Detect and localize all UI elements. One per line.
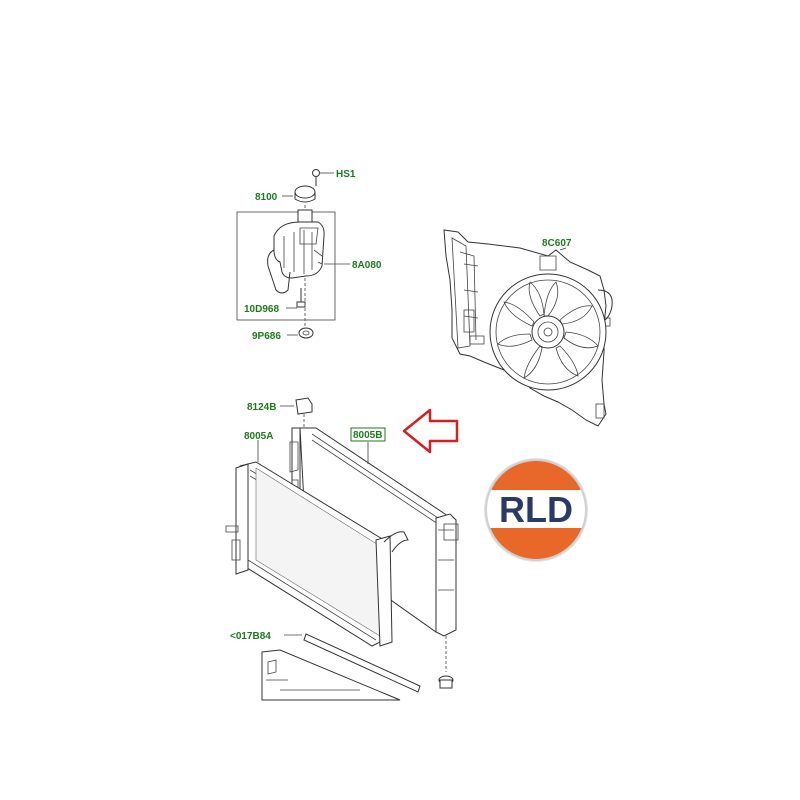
label-8a080: 8A080 <box>352 260 382 271</box>
drain-plug-icon <box>438 636 454 689</box>
radiator-group <box>225 397 459 701</box>
label-8005a: 8005A <box>244 431 273 442</box>
fan-blades-icon <box>497 281 599 379</box>
bolt-hs1-icon <box>312 169 320 186</box>
pressure-cap-icon <box>294 185 316 203</box>
label-8124b: 8124B <box>247 402 276 413</box>
rld-logo: RLD <box>484 458 588 562</box>
label-8005b: 8005B <box>353 430 382 441</box>
bracket-8124b-icon <box>295 397 313 415</box>
label-hs1: HS1 <box>336 169 356 180</box>
label-10d968: 10D968 <box>244 304 279 315</box>
part-labels: HS1 8100 8A080 10D968 9P686 8C607 8124B … <box>230 169 572 642</box>
label-8c607: 8C607 <box>542 238 572 249</box>
lower-bracket-icon <box>261 649 401 701</box>
group-frame <box>236 211 336 321</box>
logo-text: RLD <box>499 489 573 530</box>
label-017b84: <017B84 <box>230 631 271 642</box>
label-8100: 8100 <box>255 192 278 203</box>
expansion-tank-icon <box>267 209 325 294</box>
leader-8c607 <box>559 247 567 251</box>
label-9p686: 9P686 <box>252 331 281 342</box>
expansion-tank-group <box>236 169 350 339</box>
seal-017b84-icon <box>303 633 421 693</box>
grommet-9p686-icon <box>298 327 314 339</box>
radiator-8005a-icon <box>225 461 459 647</box>
red-outline-arrow-icon <box>402 408 459 454</box>
highlight-box <box>350 427 386 442</box>
bolt-10d968-icon <box>296 288 306 308</box>
fan-shroud-group <box>443 229 613 427</box>
